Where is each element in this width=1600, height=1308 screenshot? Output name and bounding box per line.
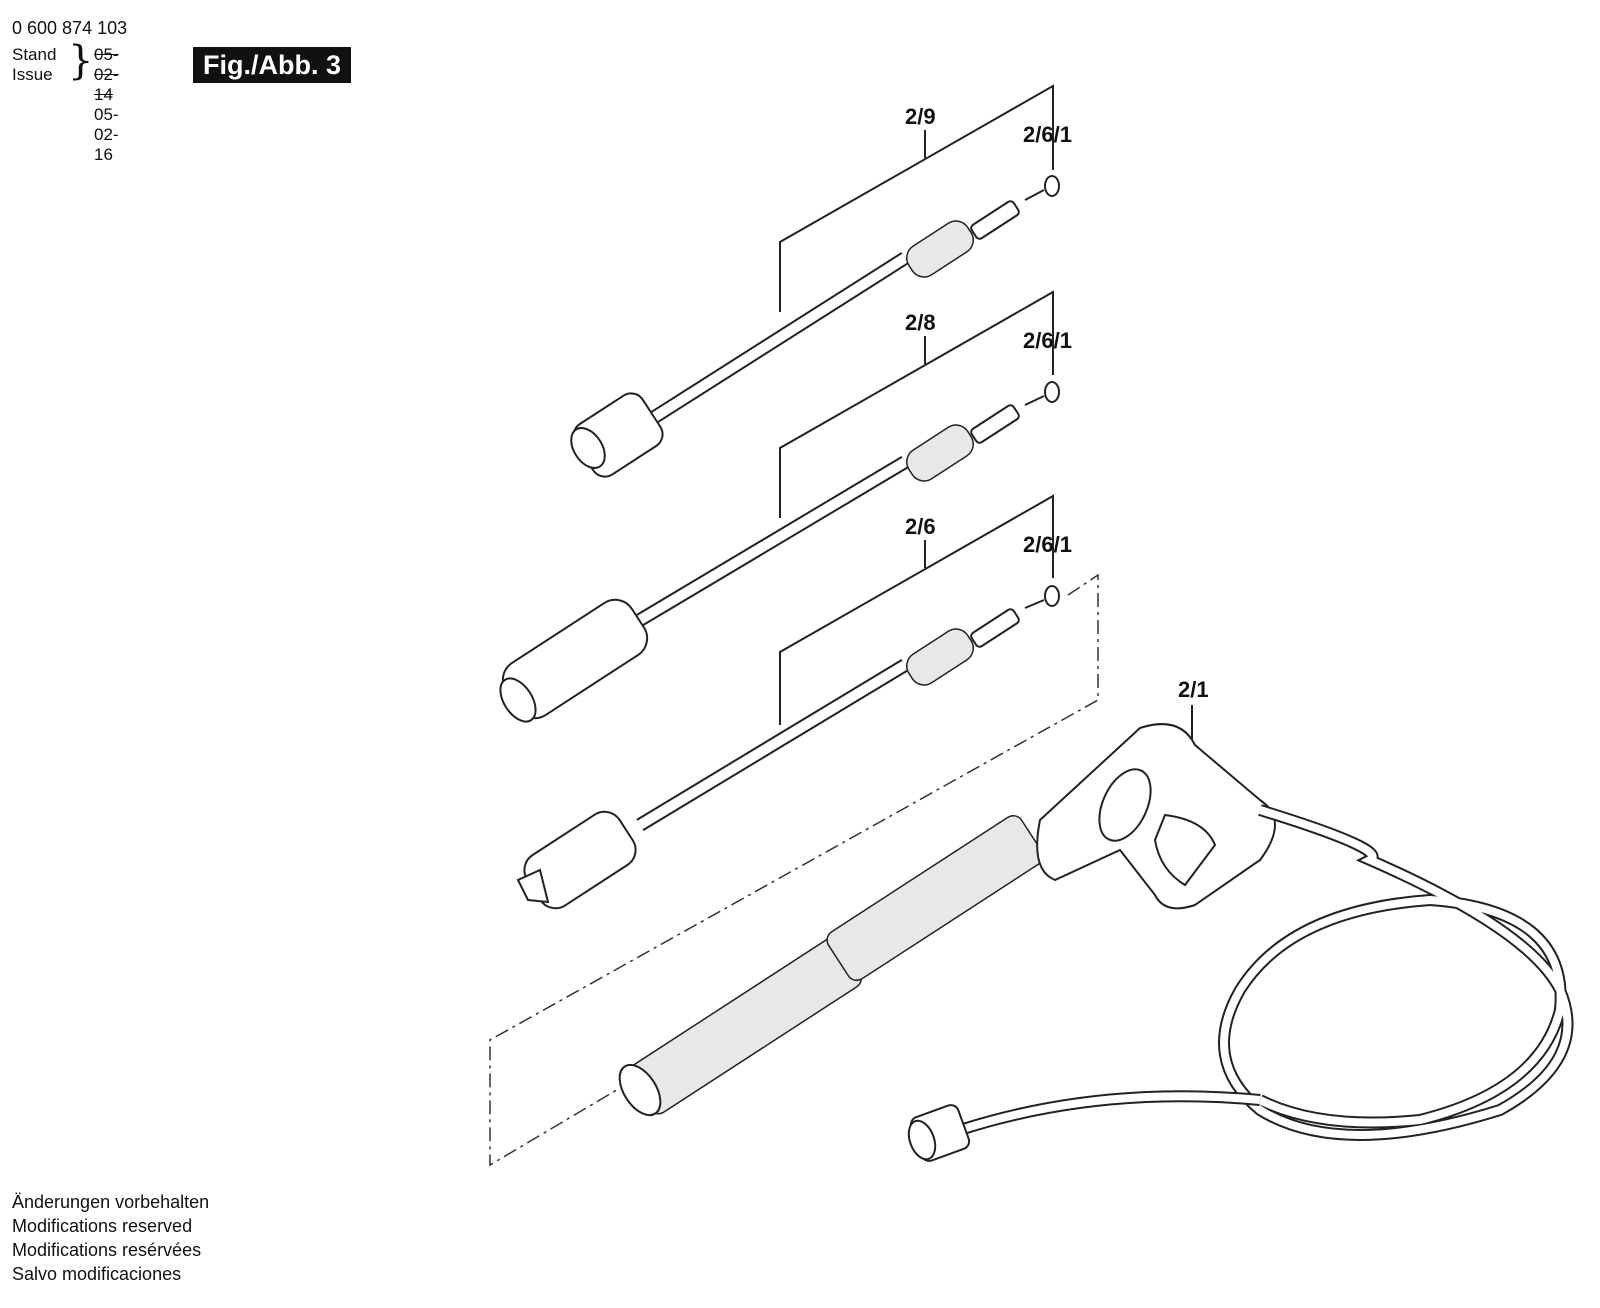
nozzle-tip-2-9 xyxy=(570,427,606,469)
callout-2-8: 2/8 xyxy=(905,310,936,335)
callout-2-6: 2/6 xyxy=(905,514,936,539)
lance-2-9 xyxy=(570,84,1060,478)
brace-icon: } xyxy=(68,38,94,84)
revision-labels: Stand Issue xyxy=(12,45,56,85)
hose-outline xyxy=(1218,804,1574,1141)
callout-oring-bottom: 2/6/1 xyxy=(1023,532,1072,557)
extension-pieces xyxy=(618,814,1044,1117)
date-new: 05-02-16 xyxy=(94,105,119,164)
assembly-line xyxy=(489,573,1099,1167)
bracket-lance-2-6 xyxy=(779,494,1054,725)
extension-end xyxy=(618,1063,662,1117)
trigger-gun-2-1 xyxy=(907,705,1574,1162)
leader-oring-top xyxy=(1024,189,1045,201)
footer-notice: Änderungen vorbehalten Modifications res… xyxy=(12,1190,209,1286)
connector-2-9 xyxy=(970,200,1020,240)
trigger xyxy=(1153,813,1217,887)
leader-oring-mid xyxy=(1024,395,1045,406)
date-old: 05-02-14 xyxy=(94,45,119,104)
connector-2-6 xyxy=(970,608,1020,648)
extension-upper xyxy=(826,814,1044,982)
footer-line-en: Modifications reserved xyxy=(12,1216,193,1236)
lance-2-6 xyxy=(516,494,1060,910)
hose-coupling-face xyxy=(907,1119,937,1161)
callout-oring-mid: 2/6/1 xyxy=(1023,328,1072,353)
oring-mid xyxy=(1044,381,1060,403)
oring-bottom xyxy=(1044,585,1060,607)
oring-top xyxy=(1044,175,1060,197)
grip-2-6 xyxy=(906,628,974,686)
callout-2-1: 2/1 xyxy=(1178,677,1209,702)
grip-2-8 xyxy=(906,424,974,482)
gun-grip-hole xyxy=(1098,768,1152,842)
part-number: 0 600 874 103 xyxy=(12,18,128,38)
grip-2-9 xyxy=(906,220,974,278)
callout-oring-top: 2/6/1 xyxy=(1023,122,1072,147)
revision-dates: 05-02-14 05-02-16 xyxy=(94,45,119,165)
connector-2-8 xyxy=(970,404,1020,444)
issue-label: Issue xyxy=(12,65,53,84)
extension-lower xyxy=(627,937,863,1115)
lance-2-8 xyxy=(499,290,1060,723)
gun-body xyxy=(1036,723,1276,910)
callout-2-9: 2/9 xyxy=(905,104,936,129)
footer-line-fr: Modifications resérvées xyxy=(12,1240,202,1260)
bracket-lance-2-8 xyxy=(779,290,1054,518)
nozzle-tip-2-6 xyxy=(516,868,550,904)
stand-label: Stand xyxy=(12,45,57,64)
bracket-lance-2-9 xyxy=(779,84,1054,312)
nozzle-tip-2-8 xyxy=(499,677,537,723)
footer-line-de: Änderungen vorbehalten xyxy=(12,1192,210,1212)
figure-label: Fig./Abb. 3 xyxy=(193,47,351,83)
footer-line-es: Salvo modificaciones xyxy=(12,1264,182,1284)
leader-oring-bottom xyxy=(1024,599,1045,609)
